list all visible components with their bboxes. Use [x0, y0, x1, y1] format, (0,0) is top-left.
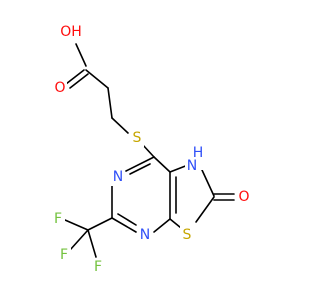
- atom-label-hydrogen: H: [193, 145, 204, 161]
- bond-c2-s: [195, 196, 215, 223]
- atom-label-nitrogen-nh: N: [187, 158, 197, 174]
- bond-oh-c: [75, 43, 87, 67]
- bond-c5-n4: [111, 217, 137, 233]
- bond-group: [64, 43, 235, 258]
- molecule-svg: OH O S H N N N S O F F F: [51, 23, 252, 276]
- atom-label-oxygen-keto: O: [238, 189, 249, 205]
- bond-cf3-f1: [64, 219, 89, 231]
- bond-ch2-ch2: [107, 87, 113, 119]
- atom-label-fluorine-3: F: [94, 259, 102, 275]
- atom-label-nitrogen-upper: N: [113, 169, 123, 185]
- bond-nh-c2: [201, 169, 215, 197]
- atom-labels: OH O S H N N N S O F F F: [51, 23, 252, 276]
- bond-c-ch2: [85, 69, 109, 89]
- bond-c5-cf3: [87, 217, 113, 231]
- bond-cf3-f2: [69, 229, 89, 251]
- atom-label-oh: OH: [60, 24, 82, 40]
- bond-cf3-f3: [87, 229, 97, 258]
- bond-c-o-double-a: [65, 69, 85, 85]
- atom-label-sulfur-thioether: S: [133, 130, 142, 146]
- atom-label-sulfur-ring: S: [183, 227, 192, 243]
- bond-c7a-c7: [153, 156, 171, 173]
- bond-n4-c3a: [153, 218, 171, 233]
- bond-c7-n6-double: [129, 163, 151, 175]
- atom-label-fluorine-2: F: [60, 247, 68, 263]
- molecule-structure-diagram: OH O S H N N N S O F F F: [51, 23, 252, 276]
- bond-ch2-s: [111, 117, 129, 134]
- bond-c7-n6: [125, 156, 155, 172]
- bond-c-o-double-b: [69, 73, 89, 89]
- atom-label-o-double: O: [54, 80, 65, 96]
- atom-label-fluorine-1: F: [54, 211, 62, 227]
- bond-c5-n4-double: [117, 213, 137, 226]
- atom-label-nitrogen-lower: N: [140, 227, 150, 243]
